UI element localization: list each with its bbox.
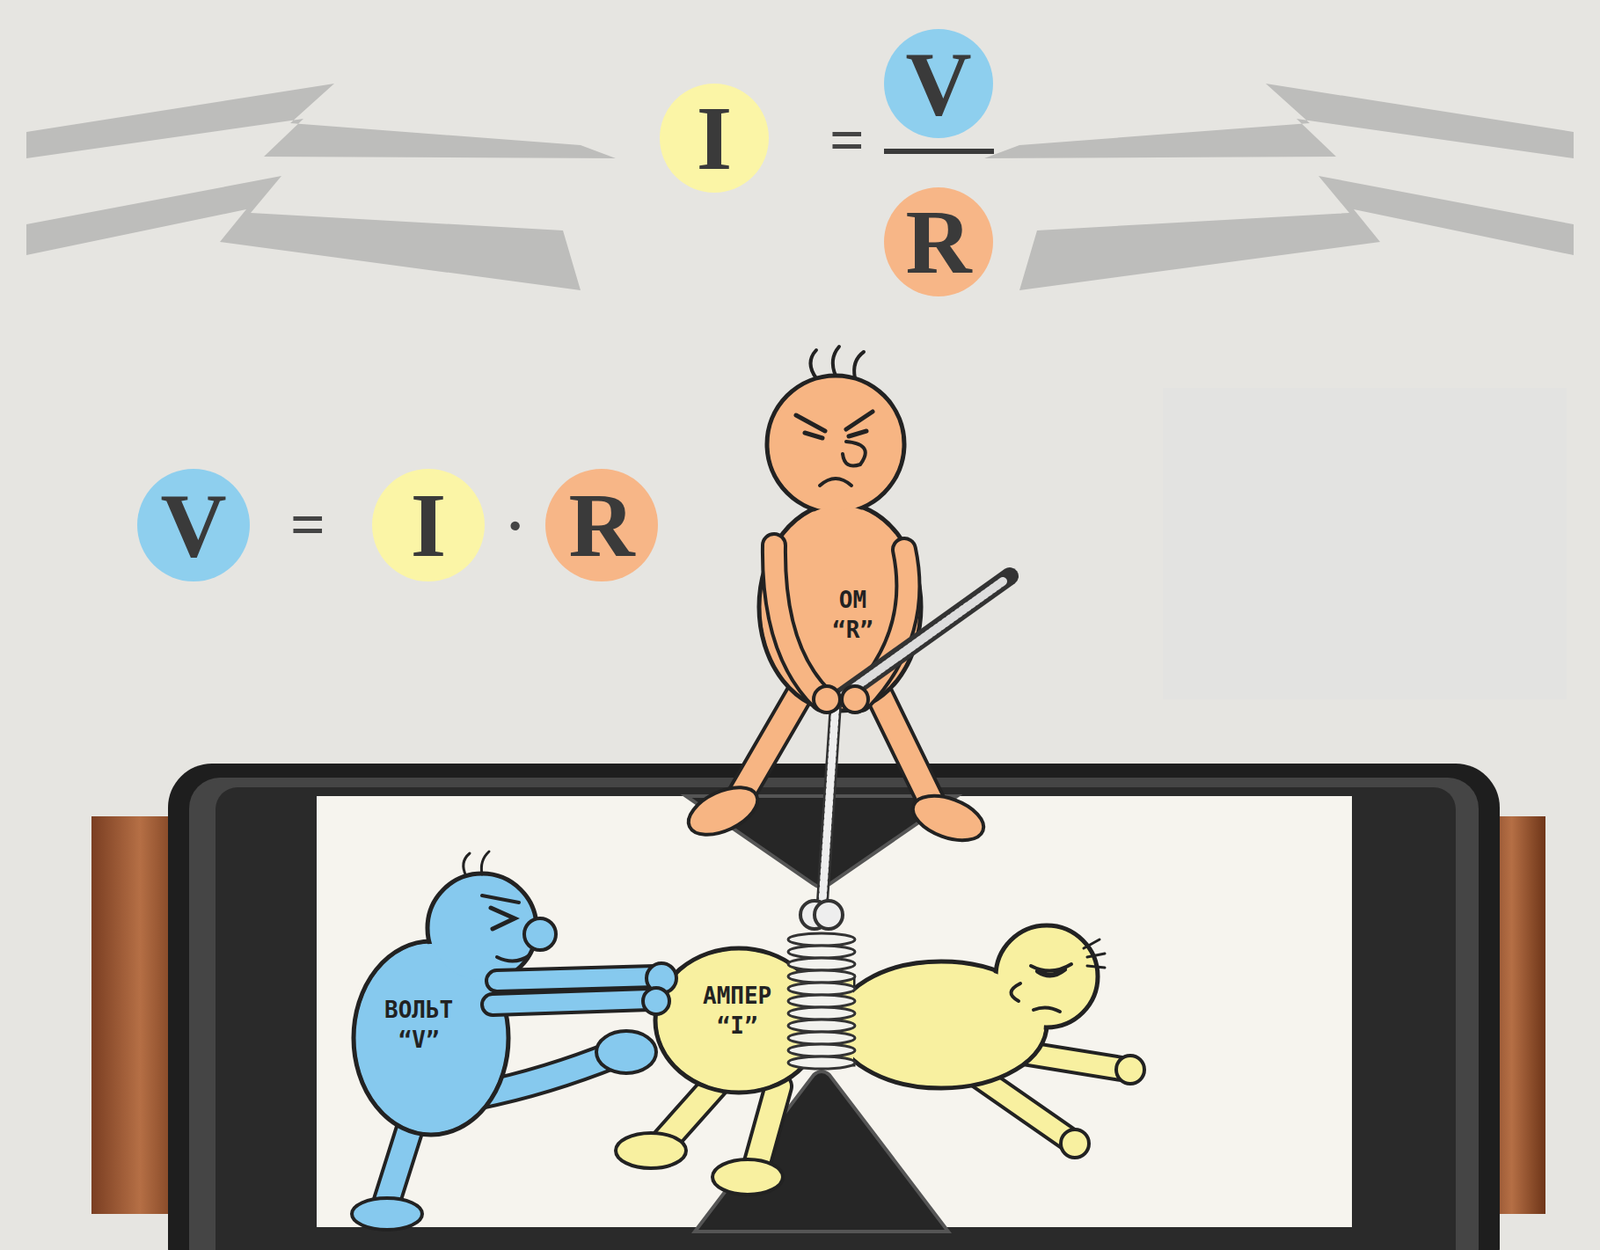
blank-panel <box>1162 387 1567 700</box>
ampere-figure-part <box>1116 1055 1145 1084</box>
rope-coil-part <box>788 933 855 946</box>
ampere-figure-part <box>1033 1007 1060 1012</box>
operator-sign: · <box>505 497 525 555</box>
rope-coil-part <box>788 945 855 958</box>
character-label: ОМ <box>832 585 874 616</box>
volt-figure-part <box>351 1198 423 1230</box>
volt-figure-part <box>430 876 534 980</box>
volt-figure-part <box>496 976 656 981</box>
ohm-figure-part <box>813 686 841 713</box>
rope-coil-part <box>788 1007 855 1020</box>
ohm-figure-part <box>906 787 990 849</box>
ampere-figure-part <box>712 1159 783 1195</box>
operator-sign: = <box>290 494 326 556</box>
letter-circle: V <box>884 29 994 139</box>
ohm-figure-part <box>774 545 823 700</box>
rope-coil-part <box>788 982 855 995</box>
volt-figure-part <box>492 999 650 1005</box>
ohm-figure-part <box>774 545 823 700</box>
rope-coil-part <box>788 1019 855 1032</box>
ampere-figure-part <box>756 1086 779 1166</box>
ohm-figure-part <box>681 777 766 844</box>
ohm-figure-part <box>821 703 836 915</box>
rope-coil-part <box>788 994 855 1008</box>
formula-letter: R <box>568 479 635 571</box>
character-label: “I” <box>702 1011 772 1042</box>
ohm-figure-part <box>804 431 867 439</box>
ohm-character: ОМ“R” <box>825 582 881 650</box>
ohm-figure-part <box>831 576 1010 704</box>
character-label: АМПЕР <box>702 981 772 1012</box>
volt-figure-part <box>496 976 656 981</box>
volt-figure-part <box>490 907 515 929</box>
ohm-figure-part <box>842 441 866 467</box>
volt-figure-part <box>463 851 490 877</box>
formula-letter: V <box>905 37 972 130</box>
ohm-figure-part <box>810 346 865 379</box>
operator-sign: = <box>829 109 865 172</box>
formula-letter: I <box>696 92 732 184</box>
volt-figure-part <box>482 895 519 903</box>
ampere-character: АМПЕР“I” <box>695 978 779 1045</box>
letter-circle: R <box>884 187 994 297</box>
ampere-figure-part <box>1010 983 1021 1001</box>
cable-part <box>189 777 1479 1250</box>
formula-letter: R <box>905 196 972 288</box>
right-bolts <box>984 83 1574 291</box>
ohm-figure <box>681 346 1010 929</box>
rope-coil-part <box>788 1044 855 1057</box>
ohm-figure-part <box>841 686 869 713</box>
cable <box>91 763 1546 1250</box>
rope-coil-part <box>788 1056 855 1069</box>
ampere-figure-part <box>1083 939 1105 968</box>
ampere-figure-part <box>756 1086 779 1166</box>
volt-figure-part <box>496 955 530 962</box>
volt-figure-part <box>524 918 556 950</box>
right-bolts-part <box>984 83 1574 159</box>
ampere-figure-part <box>1060 1129 1089 1158</box>
ohm-figure-part <box>767 375 905 513</box>
volt-figure-part <box>642 987 670 1015</box>
letter-circle: R <box>545 468 658 582</box>
left-bolts-part <box>26 175 581 291</box>
letter-circle: I <box>659 83 769 193</box>
ampere-figure-part <box>615 1132 687 1169</box>
character-label: “R” <box>832 615 874 646</box>
cable-part <box>215 787 1456 1250</box>
rope-coil-part <box>788 957 855 971</box>
ohm-figure-part <box>796 411 873 432</box>
rope-coil-part <box>788 970 855 983</box>
cable-part <box>694 1071 949 1232</box>
cable-part <box>168 763 1500 1250</box>
ohm-figure-part <box>759 503 921 711</box>
left-bolts <box>26 83 616 291</box>
volt-figure-part <box>492 999 650 1005</box>
ampere-figure <box>615 925 1145 1195</box>
ohm-figure-part <box>814 900 843 929</box>
letter-circle: I <box>372 468 485 582</box>
lightning-bolts <box>26 83 1574 291</box>
ampere-figure-part <box>998 927 1096 1025</box>
formula-letter: I <box>410 479 446 571</box>
ohm-figure-part <box>761 505 919 709</box>
character-label: ВОЛЬТ <box>384 995 453 1026</box>
fraction-bar <box>884 148 994 154</box>
letter-circle: V <box>137 468 250 582</box>
ohm-figure-part <box>819 478 852 486</box>
ohm-figure-part <box>769 378 902 511</box>
formula-letter: V <box>160 479 227 571</box>
character-label: “V” <box>384 1025 453 1056</box>
volt-figure <box>351 851 677 1230</box>
rope-coil-part <box>788 1031 855 1045</box>
ampere-figure-part <box>1037 969 1065 976</box>
ohm-figure-part <box>821 703 836 915</box>
left-bolts-part <box>26 83 616 159</box>
volt-figure-part <box>596 1030 657 1074</box>
right-bolts-part <box>1019 175 1574 291</box>
rope-coil <box>788 933 855 1069</box>
volt-character: ВОЛЬТ“V” <box>377 992 461 1060</box>
